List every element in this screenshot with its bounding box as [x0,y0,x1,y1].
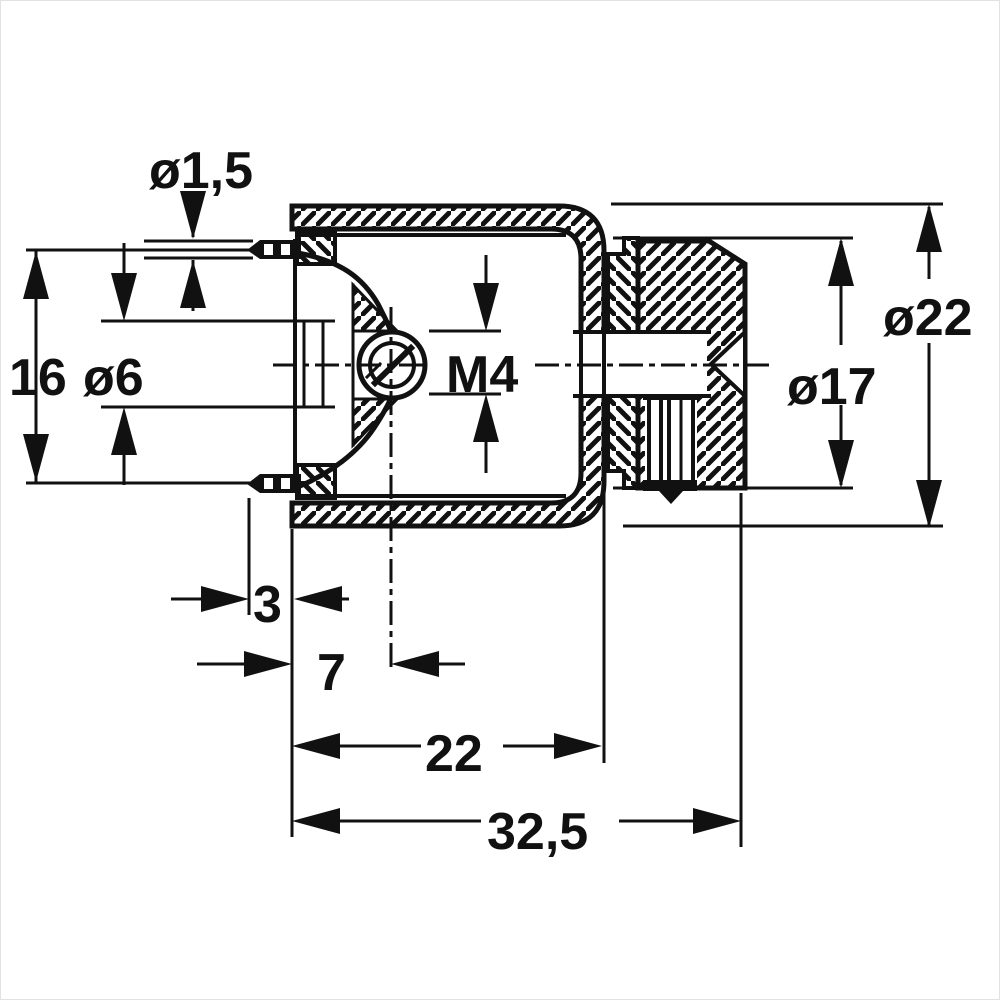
slotted-shaft-end [643,396,697,504]
dim-bushing-diameter: ø17 [613,236,877,490]
arrowhead-right [244,651,292,677]
arrowhead-right [693,808,741,834]
dim-label-thread: M4 [446,346,518,404]
dim-body-diameter: ø22 [611,202,973,528]
pin-top-hole-2 [281,244,290,255]
arrowhead-up [111,407,137,455]
arrowhead-down [828,440,854,488]
dim-overall-length: 32,5 [292,493,743,861]
dim-thread: M4 [429,255,518,473]
solder-pin-top [247,240,301,259]
part-cross-section-view [247,203,748,529]
dim-pin-diameter: ø1,5 [144,142,253,311]
cup-wall-section [289,203,607,529]
pin-bottom-hole-2 [281,478,290,489]
arrowhead-up [828,238,854,286]
dim-label-pin-diameter: ø1,5 [149,142,253,200]
dim-hub-bore: ø6 [83,243,335,485]
arrowhead-down [23,434,49,482]
dim-body-depth: 22 [292,493,606,783]
rotor-wedge-bottom [351,397,401,449]
shaft-end-tip [659,491,683,504]
arrowhead-left [294,586,342,612]
arrowhead-left [292,808,340,834]
arrowhead-down [473,283,499,331]
solder-pin-bottom [247,474,301,493]
dimensions: ø1,5 16 ø6 M4 [9,142,973,861]
pin-bottom-hole-1 [264,478,273,489]
arrowhead-up [916,204,942,252]
dim-label-hub-bore: ø6 [83,349,144,407]
dim-label-overall-length: 32,5 [487,803,588,861]
arrowhead-right [554,733,602,759]
arrowhead-down [916,480,942,528]
dim-pin-spacing: 16 [9,248,251,485]
arrowhead-down [180,191,206,239]
dim-label-bushing-diameter: ø17 [787,358,877,416]
dim-label-pin-spacing: 16 [9,349,67,407]
solder-pins [247,240,301,493]
dim-screw-axis-offset: 7 [197,644,465,702]
dim-label-body-diameter: ø22 [883,289,973,347]
arrowhead-right [201,586,249,612]
knob-cup-body [289,203,607,529]
dim-label-body-depth: 22 [425,725,483,783]
rotor-wedge-top [351,281,401,333]
arrowhead-left [391,651,439,677]
pin-top-hole-1 [264,244,273,255]
arrowhead-down [111,273,137,321]
arrowhead-up [473,394,499,442]
dim-pin-protrusion: 3 [171,498,349,837]
dim-label-screw-axis-offset: 7 [317,644,346,702]
shaft-end-collar [643,480,697,491]
arrowhead-up [23,251,49,299]
dim-label-pin-protrusion: 3 [253,576,282,634]
arrowhead-left [292,733,340,759]
arrowhead-up [180,260,206,308]
center-lines [273,307,773,668]
